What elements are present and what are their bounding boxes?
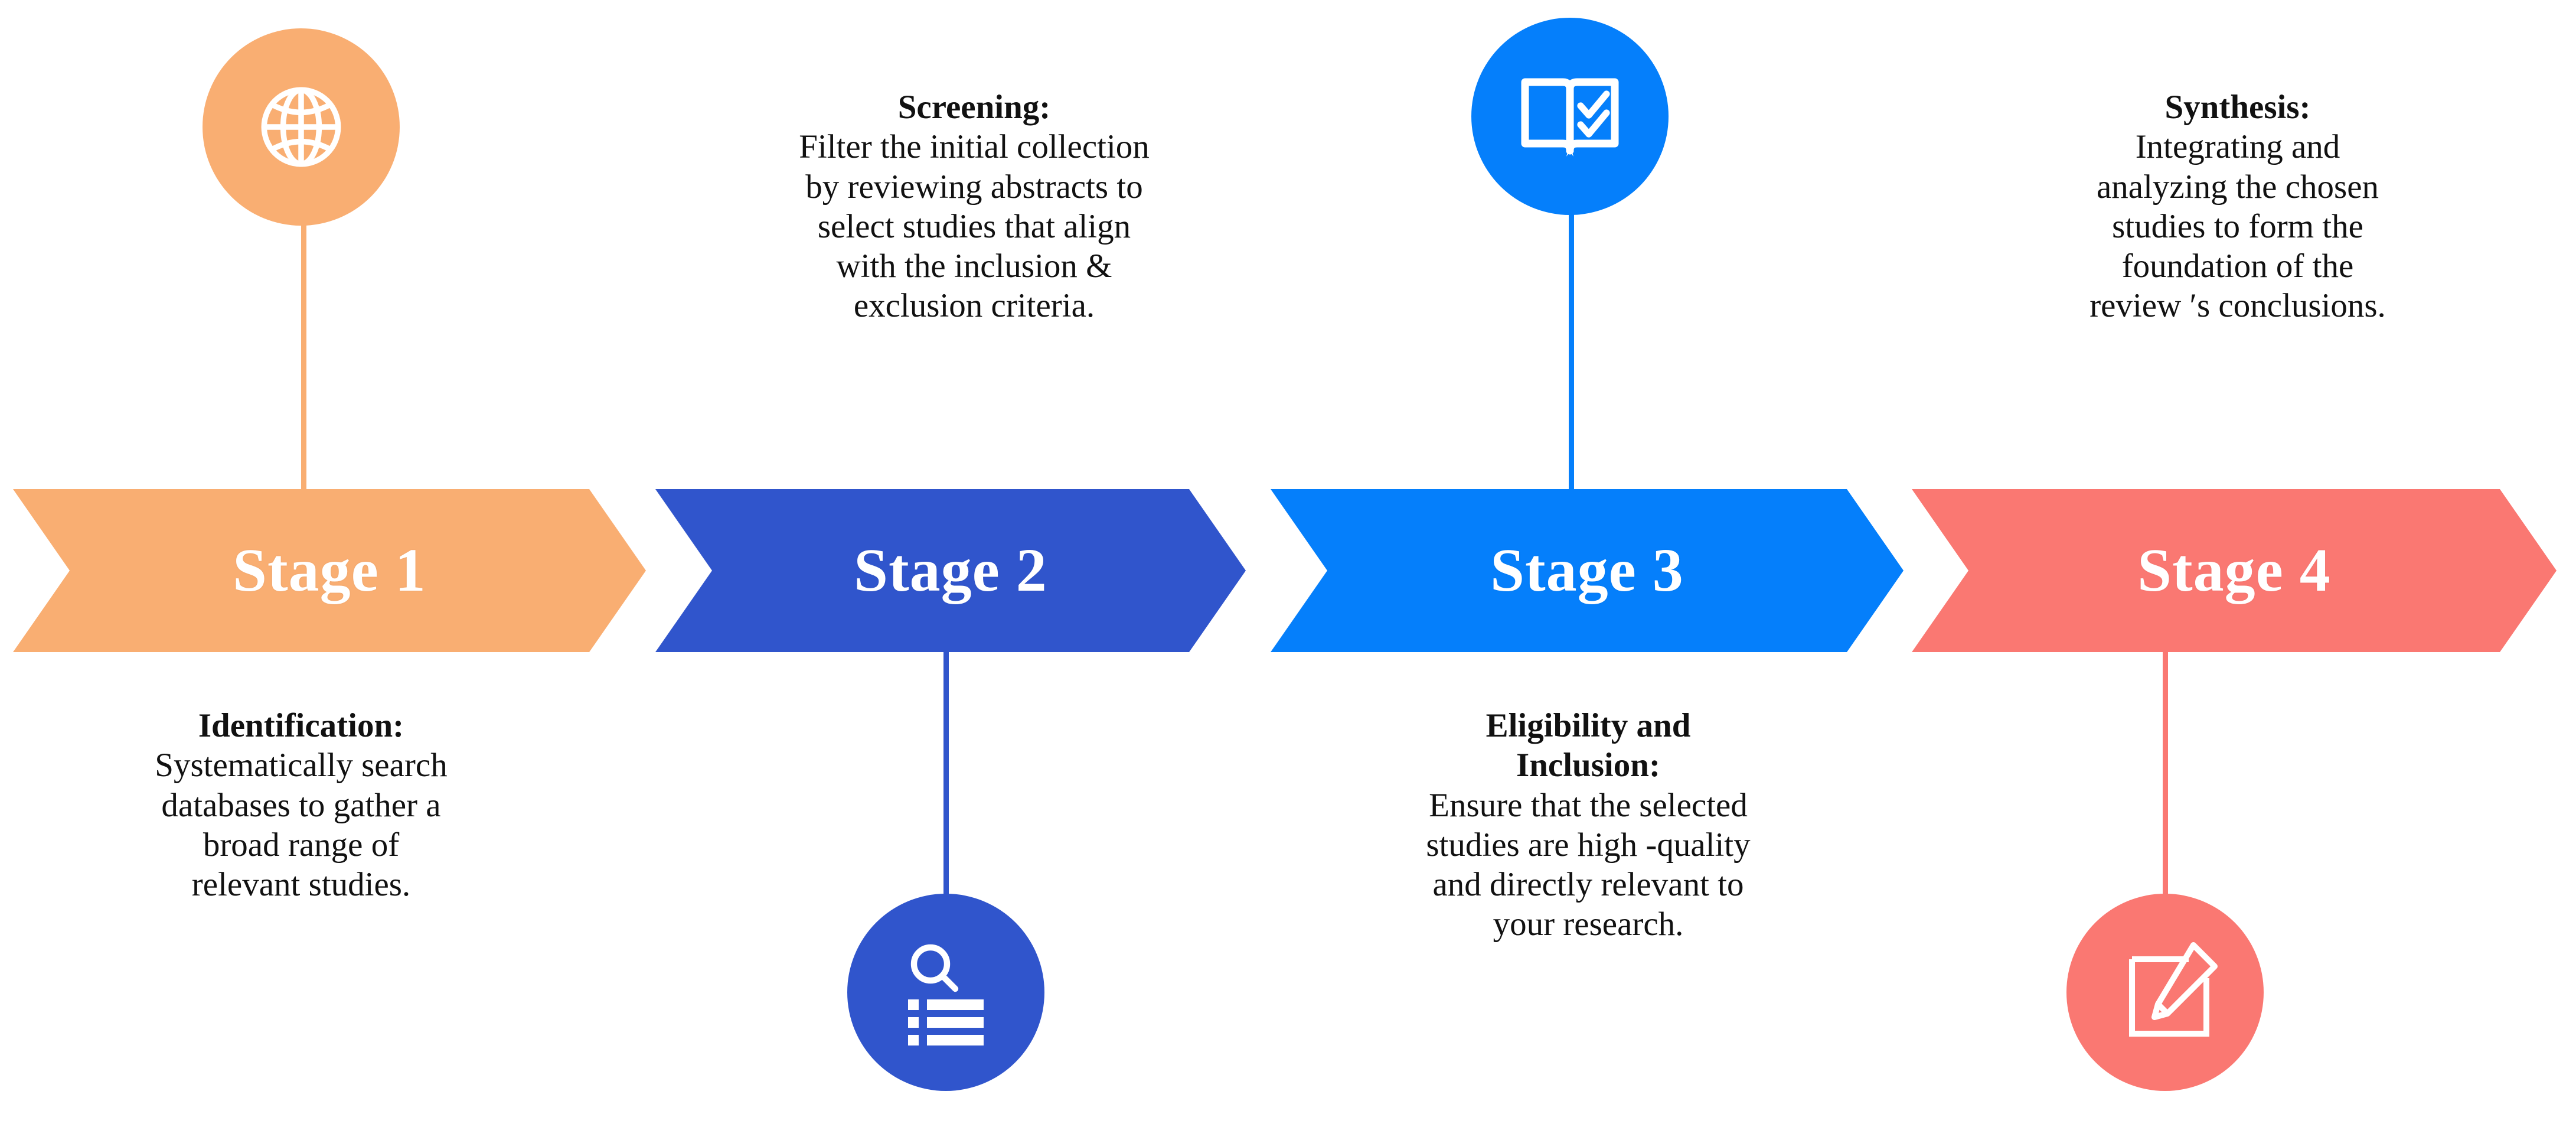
- stage-4-body-line-5: review ′s conclusions.: [2089, 287, 2386, 325]
- connector-stage-4: [2163, 626, 2168, 910]
- stage-banner-label-4: Stage 4: [2137, 536, 2331, 604]
- stage-1-body-line-3: broad range of: [203, 826, 400, 864]
- stage-4-body-line-2: analyzing the chosen: [2097, 168, 2379, 206]
- stage-2-body-line-2: by reviewing abstracts to: [805, 168, 1143, 206]
- stage-4-icon-circle[interactable]: [2066, 894, 2264, 1091]
- stage-2-text-block: Screening: Filter the initial collection…: [709, 87, 1240, 326]
- stage-3-text-block: Eligibility and Inclusion: Ensure that t…: [1328, 706, 1848, 944]
- stage-4-body-line-4: foundation of the: [2121, 247, 2354, 285]
- stage-3-body-line-1: Ensure that the selected: [1429, 786, 1748, 824]
- stage-2-heading: Screening:: [897, 89, 1051, 126]
- stage-4-body-line-3: studies to form the: [2112, 207, 2363, 245]
- stage-banner-label-2: Stage 2: [854, 536, 1047, 604]
- stage-1-heading: Identification:: [198, 707, 404, 744]
- edit-square-pencil-icon: [2106, 933, 2224, 1051]
- stage-3-body-line-4: your research.: [1493, 906, 1684, 943]
- stage-3-icon-circle[interactable]: [1471, 18, 1669, 215]
- stage-2-body-line-1: Filter the initial collection: [799, 128, 1150, 166]
- stage-banner-2[interactable]: Stage 2: [655, 489, 1246, 652]
- stage-1-body-line-1: Systematically search: [155, 747, 448, 784]
- stage-banner-1[interactable]: Stage 1: [13, 489, 646, 652]
- stage-banner-row: Stage 1 Stage 2 Stage 3 Stage 4: [0, 489, 2576, 652]
- stage-4-text-block: Synthesis: Integrating and analyzing the…: [1984, 87, 2492, 326]
- stage-3-heading-line-1: Eligibility and: [1485, 707, 1691, 744]
- stage-1-body-line-4: relevant studies.: [191, 866, 411, 903]
- stage-4-heading: Synthesis:: [2164, 89, 2311, 126]
- stage-banner-4[interactable]: Stage 4: [1912, 489, 2557, 652]
- stage-3-body-line-3: and directly relevant to: [1432, 866, 1744, 903]
- chevron-shape-4: [1912, 489, 2557, 652]
- stage-2-body-line-5: exclusion criteria.: [853, 287, 1095, 325]
- connector-stage-2: [943, 626, 949, 910]
- stage-banner-label-1: Stage 1: [233, 536, 426, 604]
- stage-1-text-block: Identification: Systematically search da…: [59, 706, 543, 904]
- stage-banner-3[interactable]: Stage 3: [1271, 489, 1904, 652]
- stage-1-body-line-2: databases to gather a: [161, 786, 441, 824]
- connector-stage-1: [301, 177, 306, 508]
- chevron-shape-1: [13, 489, 646, 652]
- book-check-icon: [1511, 57, 1629, 175]
- stage-3-heading-line-2: Inclusion:: [1516, 747, 1660, 784]
- globe-icon: [245, 71, 357, 183]
- stage-1-icon-circle[interactable]: [203, 28, 400, 226]
- stage-banner-label-3: Stage 3: [1490, 536, 1684, 604]
- search-list-icon: [887, 933, 1005, 1051]
- stage-4-body-line-1: Integrating and: [2135, 128, 2340, 166]
- stage-2-body-line-4: with the inclusion &: [836, 247, 1112, 285]
- connector-stage-3: [1569, 171, 1574, 508]
- stage-2-body-line-3: select studies that align: [817, 207, 1131, 245]
- chevron-shape-2: [655, 489, 1246, 652]
- stage-2-icon-circle[interactable]: [847, 894, 1044, 1091]
- stage-3-body-line-2: studies are high -quality: [1426, 826, 1751, 864]
- chevron-shape-3: [1271, 489, 1904, 652]
